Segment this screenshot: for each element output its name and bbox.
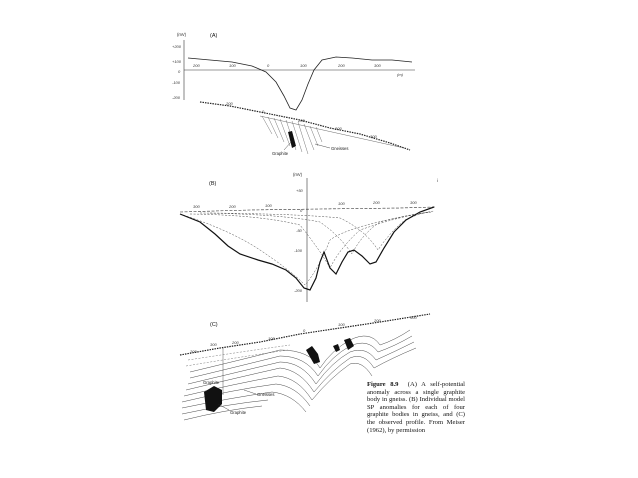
panel-c-leader-line: [243, 389, 257, 395]
panel-b-tick: -200: [294, 288, 303, 293]
panel-a-gneiss-label: Gneisses: [331, 146, 348, 151]
panel-a-gneiss-hatching: [261, 115, 323, 155]
panel-c-leader-line: [217, 403, 230, 411]
panel-a-unit: (mV): [177, 32, 187, 37]
panel-a: (A) (mV) +200 +100 0 -100 -200 200 100 0…: [172, 32, 415, 156]
panel-c-distance: 200: [373, 318, 381, 323]
panel-b-model-curve: [179, 211, 431, 286]
panel-a-distance: 200: [337, 63, 345, 68]
panel-a-section-number: 0: [262, 109, 265, 114]
panel-c-distance: 100: [268, 336, 275, 341]
panel-a-tick: +200: [172, 44, 182, 49]
panel-b-tick: 0: [300, 208, 303, 213]
caption-text: (A) A self-potential anomaly across a si…: [367, 381, 466, 434]
panel-c: (C) 200 300 200 100 0 100 200 300: [179, 313, 431, 421]
panel-b-zero-line: [179, 206, 436, 213]
panel-a-label: (A): [210, 33, 218, 39]
panel-a-section-number: 200: [225, 101, 233, 106]
panel-a-distance: 300: [374, 63, 381, 68]
panel-c-ground: [179, 313, 431, 356]
panel-b-side-mark: i: [437, 178, 438, 183]
panel-a-distance: 100: [229, 63, 236, 68]
panel-b: (B) (mV) i +50 0 -50 -100 -200 300 200 1…: [179, 172, 438, 302]
panel-a-distance: 100: [300, 63, 307, 68]
panel-c-distance: 200: [231, 340, 239, 345]
panel-b-distance: 100: [265, 203, 272, 208]
panel-a-tick: -200: [172, 95, 181, 100]
panel-c-distance: 300: [410, 315, 417, 320]
panel-b-model-curve: [189, 211, 431, 269]
panel-b-distance: 200: [228, 204, 236, 209]
panel-b-unit: (mV): [293, 172, 303, 177]
panel-b-observed-profile: [179, 206, 435, 291]
panel-a-distance: 0: [267, 63, 270, 68]
panel-c-graphite-body: [333, 344, 340, 352]
panel-a-leader-line: [314, 143, 331, 149]
panel-c-graphite-body: [306, 346, 320, 364]
panel-b-label: (B): [209, 181, 217, 187]
panel-c-dashed-strata: [185, 344, 291, 367]
figure-caption: Figure 8.9 (A) A self-potential anomaly …: [367, 381, 465, 434]
panel-b-tick: +50: [296, 188, 304, 193]
panel-a-distance: 200: [192, 63, 200, 68]
panel-a-ground: [199, 101, 411, 151]
panel-b-model-curve: [199, 211, 433, 255]
panel-b-distance: 300: [193, 204, 200, 209]
panel-a-graphite-label: Graphite: [272, 151, 289, 156]
panel-a-datum-line: [259, 115, 405, 149]
panel-c-distance: 300: [210, 342, 217, 347]
panel-b-distance: 300: [410, 200, 417, 205]
panel-b-tick: -100: [294, 248, 303, 253]
panel-a-section-number: 300: [370, 134, 377, 139]
panel-b-model-curve: [209, 210, 435, 251]
panel-c-folded-strata: [181, 329, 417, 421]
panel-a-section-number: 200: [297, 118, 305, 123]
panel-a-tick: -100: [172, 80, 181, 85]
panel-b-distance: 100: [338, 201, 345, 206]
caption-title: Figure 8.9: [367, 381, 399, 388]
panel-c-graphite-body: [204, 386, 222, 412]
panel-c-distance: 0: [303, 328, 306, 333]
panel-b-tick: -50: [296, 228, 303, 233]
panel-c-graphite-label: Graphite: [230, 410, 247, 415]
panel-b-distance: 200: [372, 200, 380, 205]
panel-a-section-number: 200: [334, 126, 342, 131]
panel-c-distance: 200: [189, 349, 197, 354]
panel-a-tick: 0: [178, 69, 181, 74]
panel-c-graphite-label: Graphite: [203, 380, 220, 385]
panel-c-label: (C): [210, 322, 218, 328]
panel-c-graphite-body: [344, 338, 354, 350]
panel-a-axis-unit: (m): [397, 72, 404, 77]
panel-a-sp-curve: [187, 56, 413, 111]
panel-a-graphite-body: [288, 131, 296, 148]
panel-c-distance: 100: [338, 322, 345, 327]
panel-a-tick: +100: [172, 59, 182, 64]
panel-c-gneiss-label: Gneisses: [257, 392, 274, 397]
panel-a-leader-line: [283, 141, 292, 151]
